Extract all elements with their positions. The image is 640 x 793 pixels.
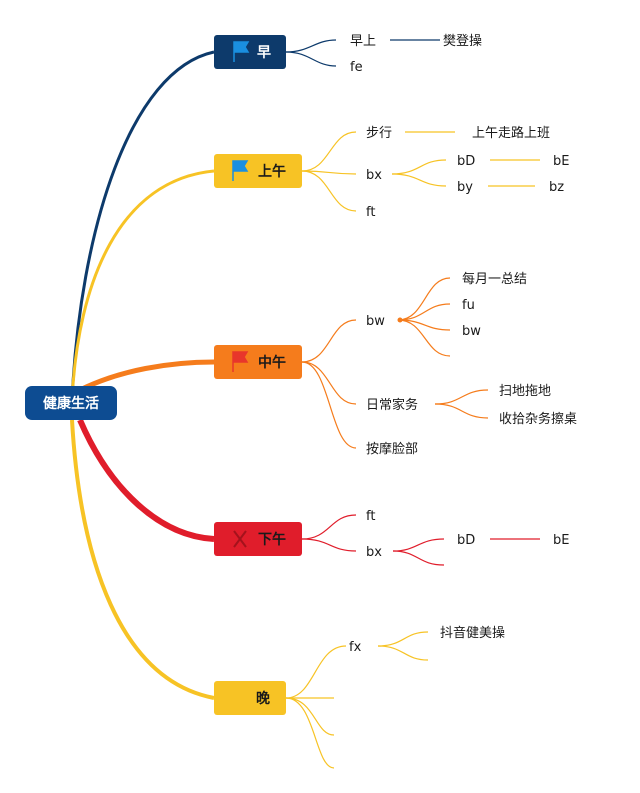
leaf-zaoshang[interactable]: 早上	[350, 34, 376, 49]
leaf-meiyue-zongjie[interactable]: 每月一总结	[462, 271, 527, 287]
leaf-bE[interactable]: bE	[553, 154, 569, 169]
branch-label-zhongwu: 中午	[258, 354, 286, 371]
leaf-bx-xiawu[interactable]: bx	[366, 545, 382, 560]
branch-node-wan[interactable]	[214, 681, 286, 715]
leaf-by[interactable]: by	[457, 180, 473, 195]
branch-label-wan: 晚	[256, 690, 270, 707]
connector-root-zhongwu	[78, 359, 215, 393]
flag-icon	[233, 41, 250, 62]
connector-root-xiawu	[77, 418, 215, 542]
flag-icon	[232, 351, 249, 372]
leaf-shangwu-zoulu[interactable]: 上午走路上班	[472, 125, 550, 141]
root-box[interactable]	[25, 386, 117, 420]
leaf-ft-xiawu[interactable]: ft	[366, 509, 375, 524]
leaf-bx[interactable]: bx	[366, 168, 382, 183]
connector-root-wan	[70, 419, 215, 700]
leaf-douyin-jianmei[interactable]: 抖音健美操	[440, 625, 505, 641]
leaf-fx[interactable]: fx	[349, 640, 362, 655]
branch-xiawu: 下午 ft bx bD bE	[214, 509, 569, 566]
branch-label-shangwu: 上午	[258, 163, 286, 180]
leaf-ft[interactable]: ft	[366, 205, 375, 220]
leaf-bE-xiawu[interactable]: bE	[553, 533, 569, 548]
branch-zao: 早 早上 樊登操 fe	[214, 33, 482, 75]
leaf-buxing[interactable]: 步行	[366, 126, 392, 141]
leaf-saodi-tuodi[interactable]: 扫地拖地	[499, 384, 551, 399]
leaf-anmo-lianbu[interactable]: 按摩脸部	[366, 441, 418, 457]
cross-icon	[233, 530, 247, 548]
leaf-richang-jiawu[interactable]: 日常家务	[366, 397, 418, 413]
leaf-fe[interactable]: fe	[350, 60, 363, 75]
leaf-bD-xiawu[interactable]: bD	[457, 533, 475, 548]
branch-zhongwu: 中午 bw 每月一总结 fu bw 日常家务 扫地拖地 收拾杂务擦桌 按摩脸部	[214, 271, 577, 457]
leaf-bz[interactable]: bz	[549, 180, 564, 195]
flag-icon	[232, 160, 249, 181]
root-connectors	[70, 50, 215, 700]
connector-root-shangwu	[70, 169, 215, 401]
root-label: 健康生活	[43, 395, 99, 412]
leaf-bw[interactable]: bw	[366, 314, 385, 329]
branch-label-xiawu: 下午	[258, 531, 286, 548]
leaf-fu[interactable]: fu	[462, 298, 475, 313]
branch-node-zao[interactable]	[214, 35, 286, 69]
branch-label-zao: 早	[257, 45, 271, 61]
branch-shangwu: 上午 步行 上午走路上班 bx bD bE by bz ft	[214, 125, 569, 220]
leaf-bD[interactable]: bD	[457, 154, 475, 169]
leaf-bw-sub[interactable]: bw	[462, 324, 481, 339]
leaf-fandengcao[interactable]: 樊登操	[443, 33, 482, 49]
connector-root-zao	[70, 50, 215, 401]
leaf-shoushi-zawu[interactable]: 收拾杂务擦桌	[499, 411, 577, 427]
branch-wan: 晚 fx 抖音健美操	[214, 625, 505, 769]
branch-node-xiawu[interactable]	[214, 522, 302, 556]
root-node[interactable]: 健康生活	[25, 386, 117, 420]
